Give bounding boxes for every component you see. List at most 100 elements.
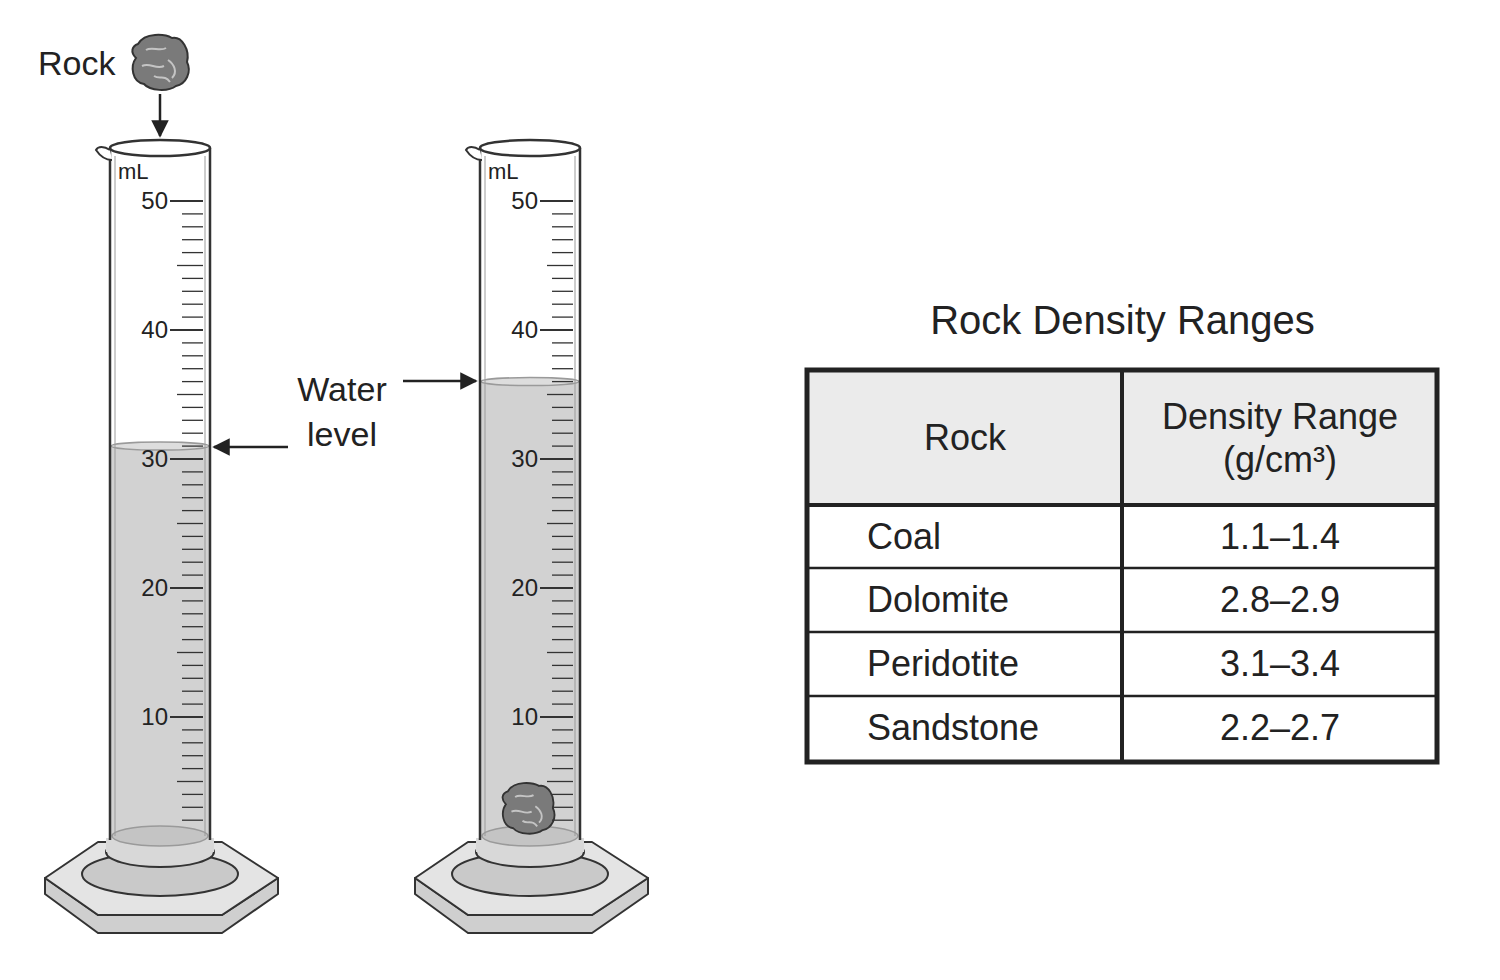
- scale-tick: [177, 781, 203, 782]
- scale-tick: [182, 820, 203, 821]
- scale-tick: [547, 265, 573, 266]
- scale-tick: [552, 600, 573, 601]
- rock-submerged: [503, 783, 555, 834]
- table-cell: Sandstone: [867, 706, 1117, 749]
- rock-falling: [132, 35, 188, 90]
- scale-tick: [552, 794, 573, 795]
- scale-tick: [552, 639, 573, 640]
- cylinder-tube: [110, 148, 210, 838]
- scale-tick: [182, 510, 203, 511]
- scale-tick: [552, 678, 573, 679]
- scale-tick: [552, 510, 573, 511]
- scale-tick: [552, 291, 573, 292]
- scale-number: 40: [488, 316, 538, 345]
- scale-tick: [182, 794, 203, 795]
- scale-tick: [182, 291, 203, 292]
- scale-tick: [552, 226, 573, 227]
- scale-tick: [547, 523, 573, 524]
- table-cell: 1.1–1.4: [1130, 515, 1430, 558]
- scale-tick: [182, 536, 203, 537]
- scale-tick: [552, 665, 573, 666]
- scale-tick: [182, 562, 203, 563]
- scale-tick: [177, 523, 203, 524]
- scale-tick: [552, 574, 573, 575]
- scale-tick: [182, 574, 203, 575]
- scale-tick: [182, 407, 203, 408]
- scale-tick: [552, 768, 573, 769]
- water-level-arrow: [214, 446, 288, 449]
- scale-tick: [552, 549, 573, 550]
- scale-tick: [182, 368, 203, 369]
- cylinder-rim: [110, 140, 210, 156]
- scale-tick: [182, 355, 203, 356]
- density-table: [807, 370, 1437, 762]
- scale-tick: [177, 652, 203, 653]
- scale-tick: [552, 807, 573, 808]
- scale-tick: [182, 768, 203, 769]
- cylinder-wall: [209, 148, 212, 840]
- scale-tick: [552, 355, 573, 356]
- scale-tick: [182, 445, 203, 446]
- scale-tick: [182, 239, 203, 240]
- table-header: Density Range (g/cm³): [1130, 395, 1430, 481]
- scale-tick: [540, 329, 573, 331]
- graduated-cylinder: [415, 140, 648, 933]
- scale-tick: [182, 626, 203, 627]
- scale-tick: [552, 420, 573, 421]
- scale-tick: [182, 316, 203, 317]
- scale-tick: [182, 381, 203, 382]
- table-rule: [807, 567, 1437, 570]
- scale-number: 20: [488, 574, 538, 603]
- scale-tick: [170, 458, 203, 460]
- scale-tick: [170, 200, 203, 202]
- scale-tick: [182, 484, 203, 485]
- scale-tick: [182, 807, 203, 808]
- scale-tick: [552, 304, 573, 305]
- table-header: Rock: [815, 416, 1115, 459]
- scale-tick: [552, 381, 573, 382]
- rock-texture: [511, 795, 541, 826]
- scale-tick: [552, 342, 573, 343]
- scale-tick: [552, 820, 573, 821]
- scale-tick: [552, 742, 573, 743]
- scale-tick: [547, 652, 573, 653]
- scale-tick: [182, 639, 203, 640]
- cylinders: [45, 140, 648, 933]
- scale-tick: [552, 484, 573, 485]
- scale-tick: [552, 239, 573, 240]
- scale-tick: [182, 497, 203, 498]
- scale-tick: [170, 587, 203, 589]
- table-cell: Peridotite: [867, 642, 1117, 685]
- scale-tick: [182, 549, 203, 550]
- scale-tick: [552, 613, 573, 614]
- scale-tick: [540, 587, 573, 589]
- water-level-arrow: [403, 380, 476, 383]
- scale-tick: [552, 368, 573, 369]
- water-level-label: Water level: [281, 367, 403, 457]
- scale-tick: [182, 278, 203, 279]
- scale-tick: [547, 781, 573, 782]
- scale-tick: [170, 329, 203, 331]
- scale-number: 10: [488, 703, 538, 732]
- scale-tick: [552, 316, 573, 317]
- scale-tick: [552, 497, 573, 498]
- table-cell: Dolomite: [867, 578, 1117, 621]
- scale-tick: [552, 703, 573, 704]
- cylinder-tube: [480, 148, 580, 838]
- scale-number: 10: [118, 703, 168, 732]
- scale-tick: [552, 407, 573, 408]
- scale-tick: [182, 252, 203, 253]
- scale-tick: [540, 458, 573, 460]
- scale-tick: [552, 562, 573, 563]
- scale-tick: [177, 394, 203, 395]
- scale-number: 50: [488, 187, 538, 216]
- scale-tick: [182, 613, 203, 614]
- scale-tick: [552, 755, 573, 756]
- cylinder-wall: [479, 148, 482, 840]
- water: [111, 446, 209, 838]
- scale-tick: [182, 742, 203, 743]
- rock-texture: [142, 48, 175, 82]
- table-cell: 3.1–3.4: [1130, 642, 1430, 685]
- cylinder-inner-wall: [485, 156, 486, 836]
